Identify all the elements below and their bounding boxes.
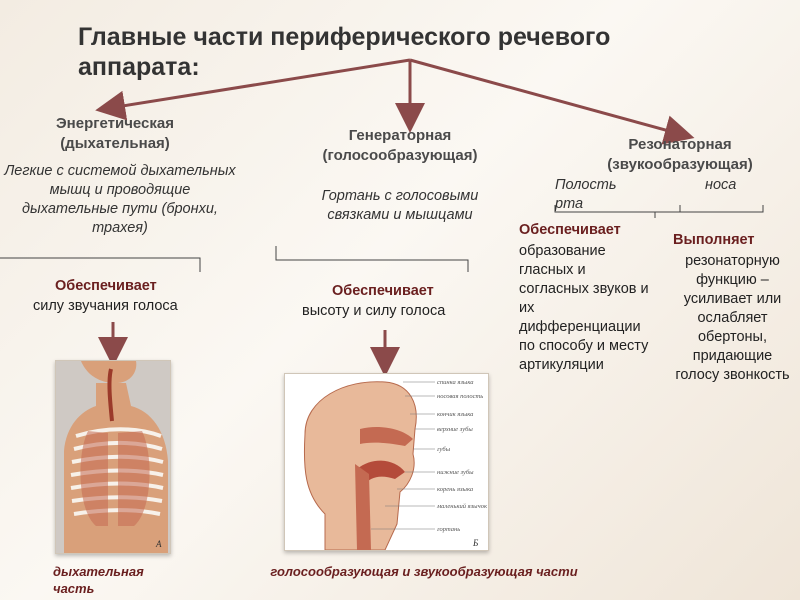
resonator-heading: Резонаторная (звукообразующая) bbox=[607, 136, 753, 173]
label-tongue-back: спинка языка bbox=[437, 379, 473, 386]
resonator-sub-nose: носа bbox=[705, 177, 737, 193]
resonator-right-text: резонаторную функцию – усиливает или осл… bbox=[675, 253, 790, 383]
generator-components: Гортань с голосовыми связками и мышцами bbox=[321, 188, 479, 223]
resonator-left-label: Обеспечивает bbox=[519, 222, 621, 238]
energy-provides-label: Обеспечивает bbox=[55, 278, 157, 294]
label-nasal-cavity: носовая полость bbox=[437, 393, 483, 400]
bracket-left bbox=[0, 257, 201, 272]
caption-voice: голосообразующая и звукообразующая части bbox=[270, 564, 578, 579]
page-title: Главные части периферического речевого а… bbox=[78, 23, 611, 81]
resonator-left-text: образование гласных и согласных звуков и… bbox=[519, 243, 649, 373]
breathing-diagram: А bbox=[55, 360, 171, 554]
label-larynx: гортань bbox=[437, 526, 460, 533]
label-tongue-root: корень языка bbox=[437, 486, 473, 493]
resonator-sub-mouth: Полость рта bbox=[555, 177, 617, 212]
bracket-right-main bbox=[554, 205, 764, 213]
label-upper-teeth: верхние зубы bbox=[437, 426, 473, 433]
label-lower-teeth: нижние зубы bbox=[437, 469, 474, 476]
energy-components: Легкие с системой дыхательных мышц и про… bbox=[4, 163, 236, 236]
energy-heading: Энергетическая (дыхательная) bbox=[56, 115, 174, 152]
image-letter-a: А bbox=[155, 539, 162, 549]
label-tongue-tip: кончик языка bbox=[437, 411, 473, 418]
bracket-center bbox=[275, 246, 469, 272]
generator-provides-label: Обеспечивает bbox=[332, 283, 434, 299]
generator-provides-text: высоту и силу голоса bbox=[302, 303, 446, 319]
caption-breathing: дыхательная часть bbox=[53, 564, 144, 596]
image-letter-b: Б bbox=[472, 538, 479, 548]
energy-provides-text: силу звучания голоса bbox=[33, 298, 178, 314]
label-lips: губы bbox=[437, 446, 451, 453]
label-uvula: маленький язычок bbox=[436, 503, 488, 510]
arrow-right bbox=[409, 58, 695, 145]
head-section-diagram: спинка языка носовая полость кончик язык… bbox=[284, 373, 489, 551]
arrow-left bbox=[95, 58, 411, 121]
resonator-right-label: Выполняет bbox=[673, 232, 755, 248]
generator-heading: Генераторная (голосообразующая) bbox=[322, 127, 478, 164]
